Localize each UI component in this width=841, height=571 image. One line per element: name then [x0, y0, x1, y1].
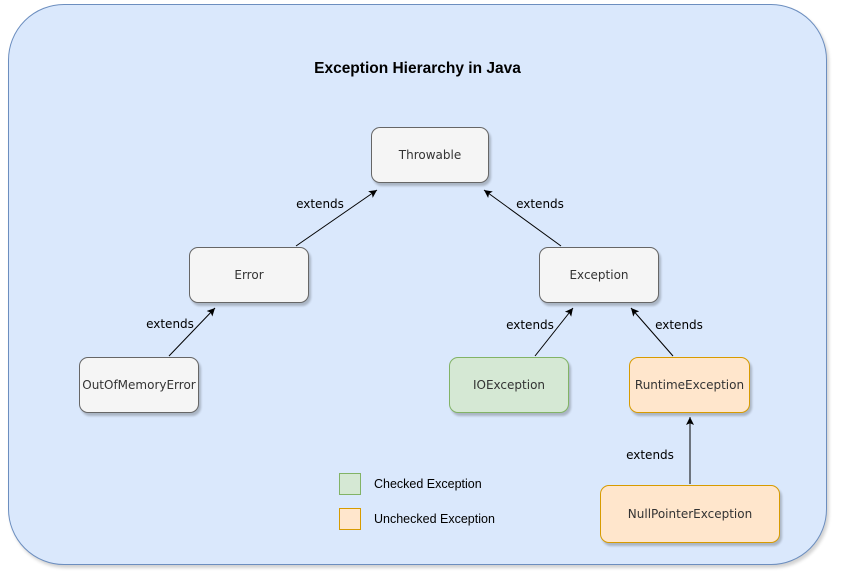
- edge-ioexception-to-exception: [534, 307, 574, 357]
- node-outofmemoryerror: OutOfMemoryError: [79, 357, 199, 413]
- edge-label-nullpointerexception-runtimeexception: extends: [626, 448, 674, 462]
- checked-exception-swatch: [339, 473, 361, 495]
- edge-label-exception-throwable: extends: [516, 197, 564, 211]
- node-throwable: Throwable: [371, 127, 489, 183]
- edge-label-runtimeexception-exception: extends: [655, 318, 703, 332]
- edge-runtimeexception-to-exception: [630, 307, 674, 357]
- legend-label-checked: Checked Exception: [374, 477, 482, 491]
- legend-item-checked: Checked Exception: [339, 473, 482, 495]
- legend-label-unchecked: Unchecked Exception: [374, 512, 495, 526]
- edge-outofmemoryerror-to-error: [168, 307, 216, 357]
- node-ioexception: IOException: [449, 357, 569, 413]
- diagram-title: Exception Hierarchy in Java: [314, 60, 521, 77]
- edge-label-error-throwable: extends: [296, 197, 344, 211]
- legend-item-unchecked: Unchecked Exception: [339, 508, 495, 530]
- node-exception: Exception: [539, 247, 659, 303]
- edge-label-ioexception-exception: extends: [506, 318, 554, 332]
- diagram-container: Exception Hierarchy in Java extends exte…: [8, 4, 827, 565]
- unchecked-exception-swatch: [339, 508, 361, 530]
- node-nullpointerexception: NullPointerException: [600, 485, 780, 543]
- node-runtimeexception: RuntimeException: [629, 357, 750, 413]
- node-error: Error: [189, 247, 309, 303]
- edge-label-outofmemoryerror-error: extends: [146, 317, 194, 331]
